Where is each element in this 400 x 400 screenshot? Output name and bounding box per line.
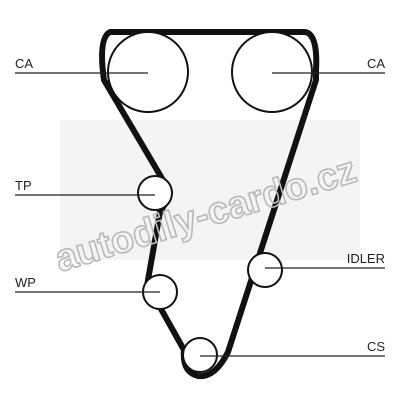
label-tp: TP	[15, 178, 32, 193]
crankshaft-pulley	[182, 337, 218, 373]
camshaft-pulley-right	[231, 31, 313, 113]
camshaft-pulley-left	[107, 31, 189, 113]
label-ca-left: CA	[15, 56, 33, 71]
tensioner-pulley	[137, 175, 173, 211]
idler-pulley	[247, 252, 283, 288]
label-idler: IDLER	[347, 251, 385, 266]
watermark-background	[60, 120, 360, 260]
label-cs: CS	[367, 339, 385, 354]
label-ca-right: CA	[367, 56, 385, 71]
label-wp: WP	[15, 275, 36, 290]
